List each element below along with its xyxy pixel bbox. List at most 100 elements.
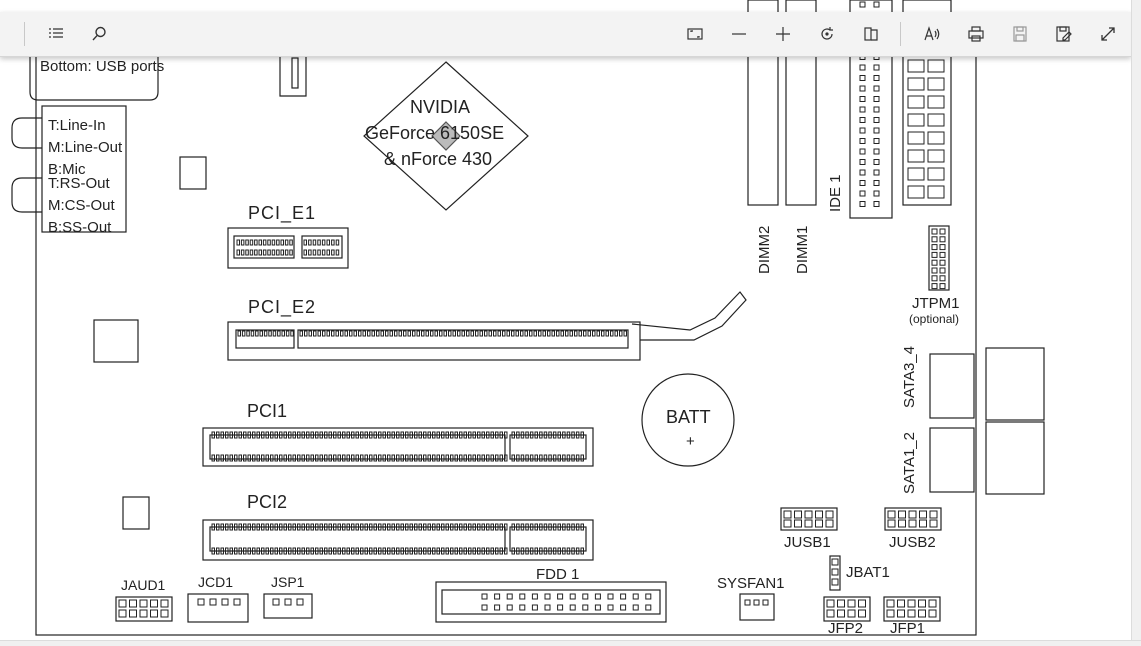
pin <box>262 249 267 256</box>
pin <box>211 523 215 531</box>
pin <box>520 547 525 555</box>
pin <box>645 604 652 611</box>
pin <box>504 454 508 462</box>
pin <box>234 454 238 462</box>
pin <box>216 454 220 462</box>
pin <box>261 523 265 531</box>
pin <box>418 523 422 531</box>
pin <box>804 510 813 519</box>
pin <box>270 431 274 439</box>
pin <box>511 431 515 439</box>
pin <box>873 159 880 165</box>
save-button[interactable] <box>1004 18 1036 50</box>
pin <box>409 454 413 462</box>
rotate-icon <box>821 27 833 40</box>
pin <box>552 431 557 439</box>
jsp1-label: JSP1 <box>271 574 305 590</box>
print-button[interactable] <box>960 18 992 50</box>
pin <box>907 59 925 73</box>
pin <box>441 454 445 462</box>
pin <box>939 283 946 290</box>
pin <box>534 523 538 531</box>
pin <box>335 239 340 246</box>
pin <box>529 547 534 555</box>
search-button[interactable] <box>83 18 115 50</box>
pin <box>859 96 866 102</box>
pin <box>425 330 429 337</box>
pin <box>445 454 449 462</box>
pin <box>313 330 317 337</box>
pin <box>919 519 927 528</box>
pin <box>578 330 582 337</box>
pin <box>587 330 591 337</box>
pin <box>459 431 463 439</box>
contents-list-button[interactable] <box>40 18 72 50</box>
zoom-out-button[interactable] <box>723 18 755 50</box>
pin <box>632 604 639 611</box>
pin <box>306 523 310 531</box>
pin <box>267 249 271 256</box>
pin <box>511 547 515 555</box>
pin <box>566 547 571 555</box>
save-as-icon <box>1056 26 1072 42</box>
read-aloud-button[interactable] <box>916 18 948 50</box>
pin <box>280 249 284 256</box>
pin <box>407 330 411 337</box>
chip-label-nforce: & nForce 430 <box>384 149 493 169</box>
pin <box>400 523 404 531</box>
pin <box>927 149 945 163</box>
pin <box>312 239 317 246</box>
pin <box>211 454 215 462</box>
fullscreen-button[interactable] <box>1092 18 1124 50</box>
pin <box>279 547 283 555</box>
pin <box>353 330 357 337</box>
pin <box>566 523 571 531</box>
pin <box>351 454 355 462</box>
pin <box>238 523 242 531</box>
jfp2-label: JFP2 <box>828 620 864 637</box>
pin <box>321 249 326 256</box>
pin <box>245 249 249 256</box>
pin <box>548 547 552 555</box>
zoom-in-button[interactable] <box>767 18 799 50</box>
vertical-scrollbar[interactable] <box>1131 0 1141 645</box>
pin <box>490 547 494 555</box>
pin <box>815 519 823 528</box>
pin <box>873 190 880 197</box>
page-layout-button[interactable] <box>855 18 887 50</box>
pin <box>290 330 294 337</box>
fit-page-button[interactable] <box>679 18 711 50</box>
pin <box>310 523 314 531</box>
pin <box>831 568 839 576</box>
pin <box>427 547 431 555</box>
pin <box>387 454 391 462</box>
pin <box>539 523 543 531</box>
sata-right-upper <box>985 347 1045 421</box>
pin <box>276 249 280 256</box>
pin <box>337 547 341 555</box>
horizontal-scrollbar[interactable] <box>0 640 1141 646</box>
dimm1-slot <box>785 0 817 206</box>
pin <box>324 547 328 555</box>
pin <box>873 64 880 71</box>
pin <box>481 431 485 439</box>
rotate-button[interactable] <box>811 18 843 50</box>
pin <box>249 239 254 246</box>
pin <box>333 454 337 462</box>
pin <box>566 454 571 462</box>
pin <box>418 454 422 462</box>
sata1-2-connector <box>929 427 975 493</box>
pin <box>400 454 404 462</box>
pin <box>398 330 402 337</box>
pin <box>454 523 458 531</box>
pin <box>873 96 880 102</box>
pin <box>371 330 375 337</box>
pin <box>209 598 217 606</box>
save-as-button[interactable] <box>1048 18 1080 50</box>
pin <box>529 431 534 439</box>
pin <box>837 599 845 608</box>
pin <box>400 431 404 439</box>
pin <box>574 330 578 337</box>
pin <box>333 431 337 439</box>
pin <box>382 547 386 555</box>
